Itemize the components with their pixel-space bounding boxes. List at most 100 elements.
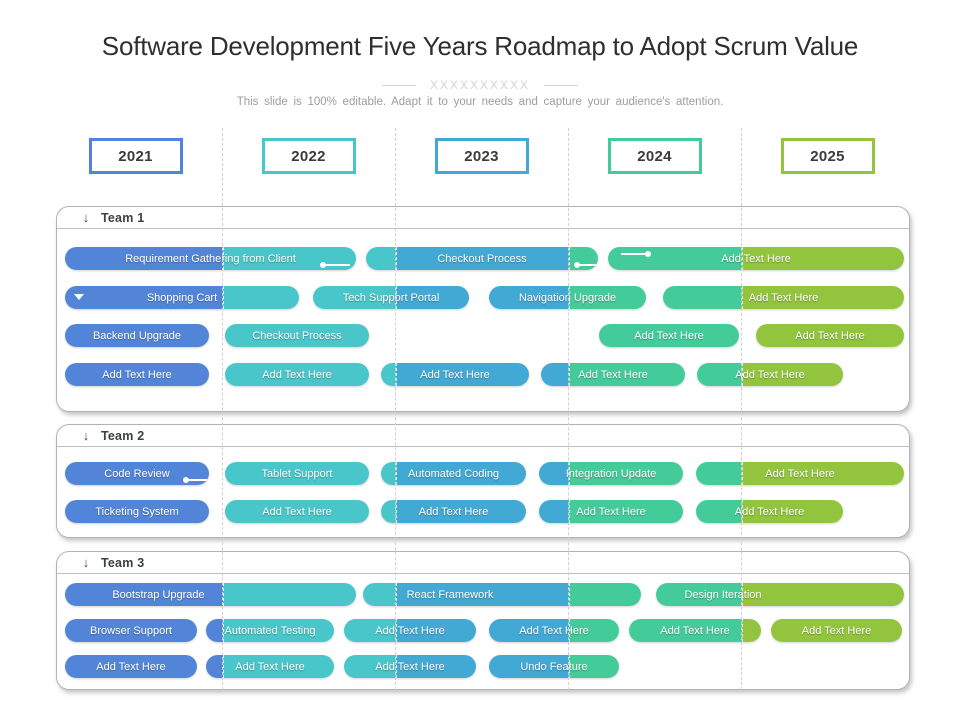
decor-row: XXXXXXXXXX [0,78,960,92]
milestone-marker [183,477,209,483]
pill-segment [225,324,369,347]
pill-segment [225,462,369,485]
pill-segment [569,462,683,485]
year-label: 2025 [810,147,845,165]
pill-segment [396,363,529,386]
pill-segment [569,583,641,606]
pill-segment [489,286,569,309]
pill-segment [396,655,476,678]
pill-segment [663,286,742,309]
pill-segment [366,247,396,270]
task-pill: Add Text Here [756,324,904,347]
pill-segment [65,462,209,485]
year-label: 2023 [464,147,499,165]
pill-segment [696,500,742,523]
task-pill: Add Text Here [771,619,902,642]
task-pill: Checkout Process [225,324,369,347]
pill-segment [363,583,396,606]
pill-segment [742,619,761,642]
task-pill: Design Iteration [656,583,904,606]
marker-dot [183,477,189,483]
pill-segment [569,286,646,309]
team-label: Team 1 [101,210,145,225]
task-pill: Bootstrap Upgrade [65,583,356,606]
task-pill: React Framework [363,583,641,606]
pill-segment [742,583,904,606]
pill-segment [223,286,299,309]
decor-placeholder-text: XXXXXXXXXX [429,78,531,92]
pill-segment [225,500,369,523]
task-pill: Code Review [65,462,209,485]
pill-segment [396,286,469,309]
column-gridline [568,128,569,690]
year-label: 2021 [118,147,153,165]
pill-segment [608,247,742,270]
pill-segment [569,619,619,642]
task-pill: Add Text Here [381,363,529,386]
task-pill: Automated Coding [381,462,526,485]
marker-line [621,253,645,255]
pill-segment [381,363,396,386]
pill-segment [771,619,902,642]
year-box: 2021 [88,138,183,174]
pill-segment [65,655,197,678]
pill-segment [225,363,369,386]
task-pill: Add Text Here [65,655,197,678]
task-pill: Add Text Here [599,324,739,347]
pill-segment [65,324,209,347]
task-pill: Add Text Here [539,500,683,523]
pill-segment [65,619,197,642]
pill-segment [396,500,526,523]
task-pill: Undo Feature [489,655,619,678]
pill-segment [65,500,209,523]
task-pill: Add Text Here [663,286,904,309]
decor-line-right [544,84,579,86]
task-pill: Add Text Here [608,247,904,270]
task-pill: Add Text Here [697,363,843,386]
year-box: 2025 [780,138,875,174]
year-box: 2024 [607,138,702,174]
task-pill: Checkout Process [366,247,598,270]
slide-title: Software Development Five Years Roadmap … [101,31,859,61]
pill-segment [381,462,396,485]
pill-segment [697,363,742,386]
year-label: 2022 [291,147,326,165]
pill-segment [65,286,223,309]
pill-segment [489,619,569,642]
down-arrow-icon: ↓ [82,210,90,225]
marker-dot [645,251,651,257]
pill-segment [742,247,904,270]
marker-line [580,264,598,266]
pill-segment [539,462,569,485]
task-pill: Add Text Here [489,619,619,642]
team-header: ↓Team 2 [57,425,909,447]
milestone-marker [621,251,651,257]
task-pill: Automated Testing [206,619,334,642]
task-pill: Requirement Gathering from Client [65,247,356,270]
decor-line-left [381,84,416,86]
pill-segment [206,655,223,678]
year-box: 2022 [261,138,356,174]
pill-segment [381,500,396,523]
column-gridline [222,128,223,690]
task-pill: Backend Upgrade [65,324,209,347]
pill-segment [569,363,685,386]
task-pill: Add Text Here [696,462,904,485]
task-pill: Add Text Here [381,500,526,523]
pill-segment [599,324,739,347]
task-pill: Add Text Here [344,655,476,678]
marker-dot [320,262,326,268]
year-label: 2024 [637,147,672,165]
pill-segment [489,655,569,678]
slide-subtitle: This slide is 100% editable. Adapt it to… [236,96,724,108]
pill-segment [344,619,396,642]
marker-dot [574,262,580,268]
pill-segment [696,462,742,485]
pill-segment [569,655,619,678]
pill-segment [539,500,569,523]
pill-segment [206,619,223,642]
team-header: ↓Team 3 [57,552,909,574]
down-arrow-icon: ↓ [82,555,90,570]
